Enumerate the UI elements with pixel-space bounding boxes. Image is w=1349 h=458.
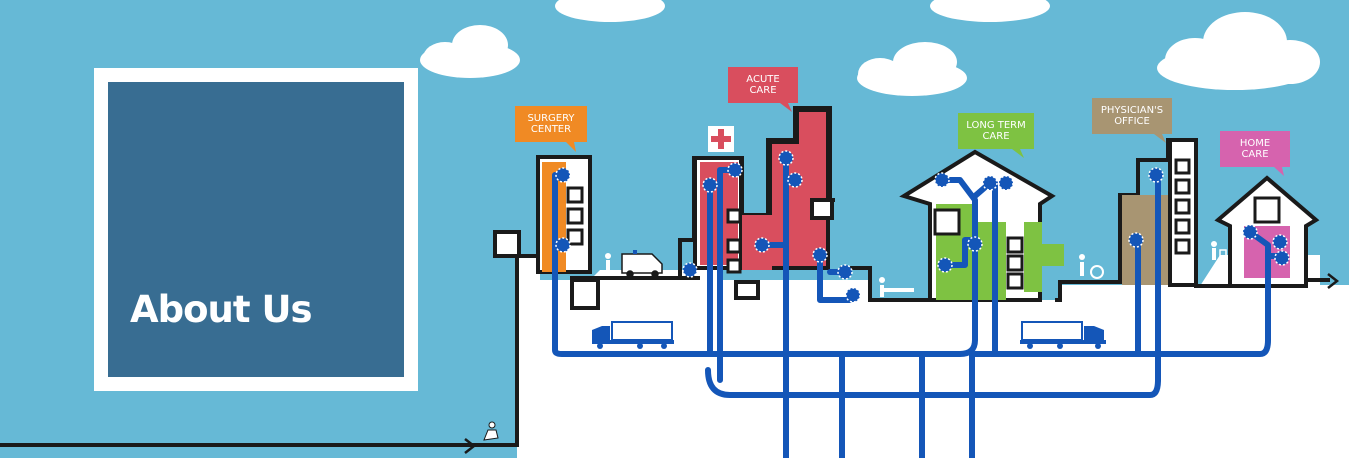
acute-care-label: ACUTE CARE — [728, 74, 798, 96]
physicians-office-sign — [1092, 98, 1172, 143]
home-care-sign — [1220, 131, 1290, 176]
cloud-icon — [857, 42, 967, 96]
sign-line: SURGERY — [527, 113, 575, 124]
sign-line: CENTER — [530, 124, 572, 135]
stretcher-icon — [879, 277, 914, 297]
truck-icon — [1020, 321, 1106, 349]
cloud-icon — [1157, 12, 1320, 90]
running-person-icon — [483, 421, 499, 441]
red-cross-icon — [708, 126, 734, 152]
cloud-icon — [420, 25, 520, 78]
sign-line: OFFICE — [1114, 116, 1150, 127]
title-card: About Us — [94, 68, 418, 391]
walker-icon — [1211, 241, 1227, 261]
sign-line: PHYSICIAN'S — [1100, 105, 1164, 116]
acute-care-sign — [728, 67, 798, 112]
truck-icon — [592, 321, 674, 349]
wheelchair-icon — [1079, 254, 1104, 279]
home-care-label: HOME CARE — [1220, 138, 1290, 160]
long-term-care-label: LONG TERM CARE — [958, 120, 1034, 142]
long-term-care-building — [899, 149, 1064, 302]
sign-line: LONG TERM — [966, 120, 1026, 131]
sign-line: CARE — [982, 131, 1010, 142]
person-walking-icon — [605, 253, 611, 272]
cloud-icon — [555, 0, 665, 22]
physicians-office-building — [1122, 138, 1198, 287]
physicians-office-label: PHYSICIAN'S OFFICE — [1092, 105, 1172, 127]
sign-line: ACUTE — [746, 74, 780, 85]
cloud-icon — [930, 0, 1050, 22]
pipe-nodes — [555, 150, 1290, 303]
long-term-care-sign — [958, 113, 1034, 158]
page-title: About Us — [130, 288, 313, 331]
ambulance-icon — [621, 250, 663, 278]
title-panel: About Us — [108, 82, 404, 377]
sign-line: HOME — [1239, 138, 1271, 149]
surgery-center-building — [536, 155, 600, 310]
sign-line: CARE — [749, 85, 777, 96]
sign-line: CARE — [1241, 149, 1269, 160]
surgery-center-sign — [515, 106, 587, 152]
acute-care-building — [693, 108, 834, 300]
surgery-center-label: SURGERY CENTER — [515, 113, 587, 135]
